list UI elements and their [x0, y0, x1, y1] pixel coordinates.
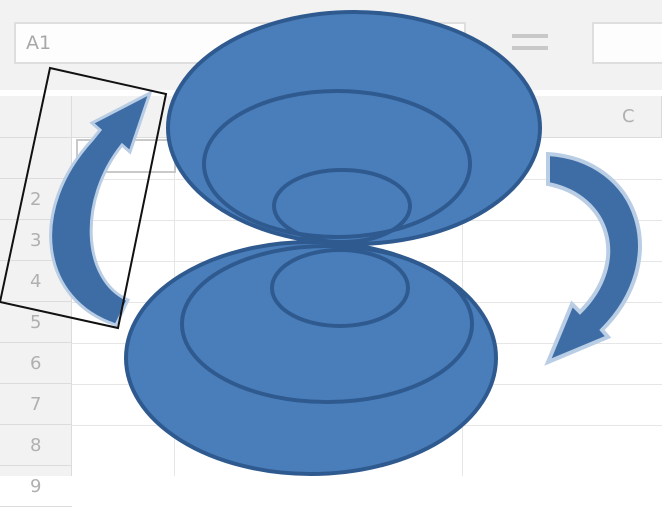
bottom-disc-shape[interactable] [124, 240, 498, 476]
row-header-2[interactable]: 2 [0, 179, 72, 220]
row-header-5[interactable]: 5 [0, 302, 72, 343]
row-header-1[interactable] [0, 138, 72, 179]
shapes-overlay [0, 10, 642, 476]
row-header-7[interactable]: 7 [0, 384, 72, 425]
row-header-6[interactable]: 6 [0, 343, 72, 384]
curved-arrow-left[interactable] [0, 66, 168, 330]
row-header-8[interactable]: 8 [0, 425, 72, 466]
row-header-4[interactable]: 4 [0, 261, 72, 302]
curved-arrow-right[interactable] [544, 151, 642, 366]
formula-input[interactable] [592, 22, 662, 64]
top-disc-middle [202, 89, 472, 239]
row-header-3[interactable]: 3 [0, 220, 72, 261]
name-box-value: A1 [26, 32, 52, 54]
bottom-disc-inner [270, 248, 410, 328]
selection-frame [0, 66, 168, 330]
curved-arrow-left-shape [49, 89, 153, 327]
bottom-disc-middle [180, 244, 474, 404]
equals-icon [512, 30, 548, 56]
top-disc-shape[interactable] [166, 10, 542, 246]
